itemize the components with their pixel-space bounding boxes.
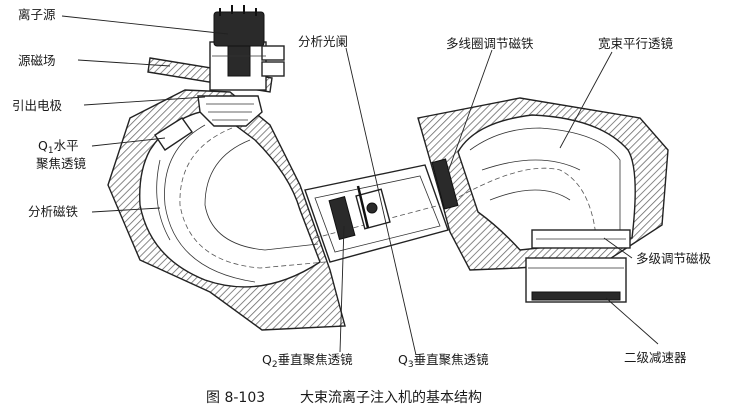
- beam-path-right: [444, 167, 597, 237]
- label-ion-source: 离子源: [18, 7, 56, 22]
- label-multistage-pole: 多级调节磁极: [636, 251, 712, 266]
- label-q3-sub: 3: [408, 360, 414, 370]
- left-assembly: [107, 5, 346, 331]
- label-decelerator: 二级减速器: [624, 350, 687, 365]
- label-source-magnetic-field: 源磁场: [18, 53, 56, 68]
- q1-lens: [154, 117, 193, 151]
- label-analyzing-aperture: 分析光阑: [298, 34, 348, 49]
- label-wide-beam-lens: 宽束平行透镜: [598, 36, 674, 51]
- label-q1-sub: 1: [48, 146, 54, 156]
- leader-lines: [61, 15, 659, 356]
- label-q3-prefix: Q: [398, 352, 408, 367]
- caption-number: 图 8-103: [206, 390, 265, 406]
- parallel-lens-coil: [457, 114, 636, 251]
- label-q1-prefix: Q: [38, 138, 48, 153]
- label-q1-line2: 聚焦透镜: [36, 156, 87, 171]
- label-q3: Q3垂直聚焦透镜: [398, 352, 489, 370]
- right-assembly: [417, 97, 669, 303]
- label-q2: Q2垂直聚焦透镜: [262, 352, 353, 370]
- q2-lens: [328, 195, 356, 241]
- center-assembly: [304, 164, 449, 263]
- label-q2-prefix: Q: [262, 352, 272, 367]
- label-multicoil-magnet: 多线圈调节磁铁: [446, 36, 534, 51]
- extraction-electrode: [197, 95, 263, 127]
- label-q2-rest: 垂直聚焦透镜: [278, 352, 354, 367]
- label-q2-sub: 2: [272, 360, 278, 370]
- label-q3-rest: 垂直聚焦透镜: [414, 352, 490, 367]
- beam-path-left: [179, 127, 326, 269]
- caption-title: 大束流离子注入机的基本结构: [300, 389, 482, 406]
- label-q1: Q1水平: [38, 138, 79, 156]
- label-analyzing-magnet: 分析磁铁: [28, 204, 79, 219]
- label-extraction-electrode: 引出电极: [12, 98, 63, 113]
- label-q1-rest: 水平: [54, 138, 79, 153]
- multicoil-magnet: [431, 158, 459, 210]
